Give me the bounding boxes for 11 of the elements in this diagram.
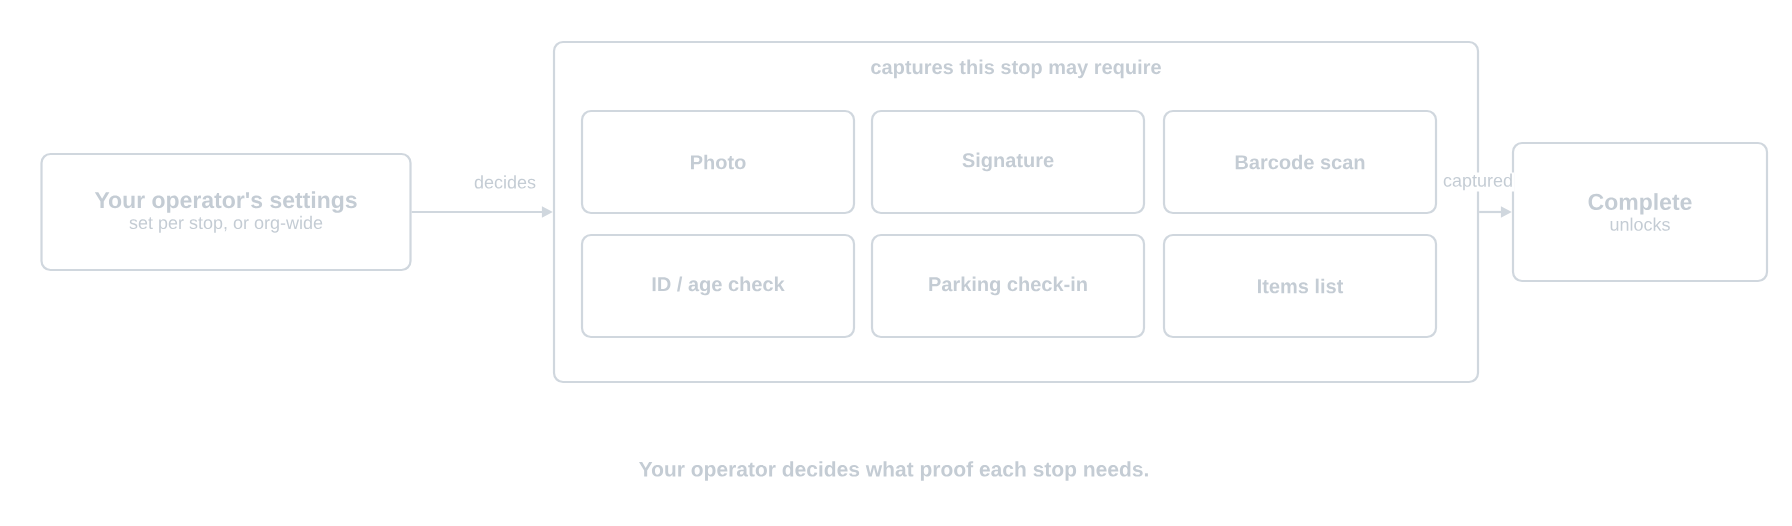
capture-box: Parking check-in: [870, 233, 1146, 339]
edge-label: decides: [473, 174, 538, 190]
process-box: Your operator's settings set per stop, or org-wide: [40, 152, 412, 272]
capture-box: Items list: [1162, 233, 1438, 339]
capture-box: ID / age check: [580, 233, 856, 339]
caption: Your operator decides what proof each stop needs.: [639, 461, 1148, 481]
capture-box: Signature: [870, 109, 1146, 215]
process-box: Complete unlocks: [1511, 141, 1769, 283]
capture-box: Photo: [580, 109, 856, 215]
capture-box: Barcode scan: [1162, 109, 1438, 215]
edge-label: captured: [1442, 172, 1515, 192]
